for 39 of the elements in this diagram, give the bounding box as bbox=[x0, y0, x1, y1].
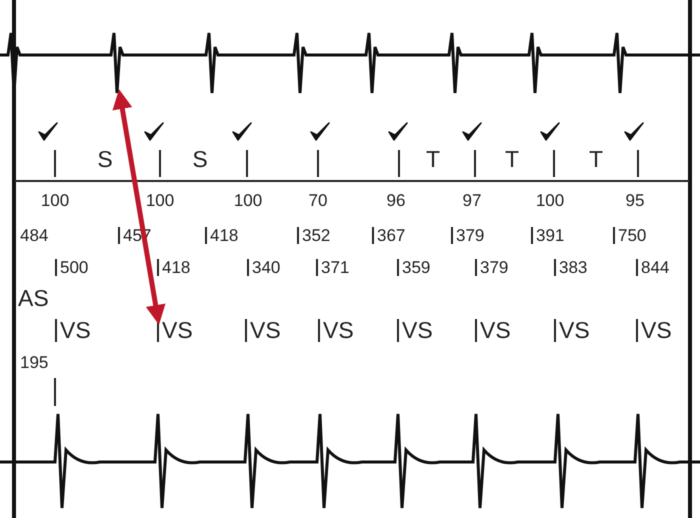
event-letter: T bbox=[588, 148, 604, 171]
interval-value: 844 bbox=[636, 259, 670, 276]
interval-value: 750 bbox=[613, 227, 646, 244]
value-label: 100 bbox=[234, 192, 262, 209]
value-label: 97 bbox=[462, 192, 482, 209]
marker-label: VS bbox=[475, 319, 511, 342]
marker-label: VS bbox=[318, 319, 354, 342]
value-label: 100 bbox=[146, 192, 174, 209]
event-letter: S bbox=[97, 148, 113, 171]
interval-value: 340 bbox=[247, 259, 280, 276]
interval-value: 367 bbox=[372, 227, 406, 244]
interval-value: 418 bbox=[205, 227, 238, 244]
marker-label: VS bbox=[245, 319, 281, 342]
interval-value: 418 bbox=[157, 259, 190, 276]
event-letter: T bbox=[504, 148, 520, 171]
value-label: 95 bbox=[626, 192, 644, 209]
marker-label: VS bbox=[397, 319, 433, 342]
marker-label: VS bbox=[157, 319, 193, 342]
double-arrow bbox=[112, 89, 166, 325]
interval-value: 359 bbox=[397, 259, 430, 276]
interval-value: 484 bbox=[20, 227, 48, 244]
marker-label: VS bbox=[554, 319, 590, 342]
value-label: 100 bbox=[536, 192, 564, 209]
interval-value: 379 bbox=[475, 259, 508, 276]
interval-value: 383 bbox=[554, 259, 588, 276]
interval-value: 391 bbox=[531, 227, 564, 244]
marker-label: AS bbox=[18, 287, 49, 310]
interval-value: 352 bbox=[297, 227, 330, 244]
value-label: 70 bbox=[308, 192, 328, 209]
interval-value: 379 bbox=[451, 227, 484, 244]
marker-label: VS bbox=[636, 319, 672, 342]
marker-label: VS bbox=[55, 319, 91, 342]
value-label: 96 bbox=[386, 192, 406, 209]
interval-value: 371 bbox=[316, 259, 350, 276]
value-label: 195 bbox=[20, 354, 48, 371]
event-letter: T bbox=[426, 148, 440, 171]
value-label: 100 bbox=[40, 192, 70, 209]
interval-value: 500 bbox=[55, 259, 88, 276]
event-letter: S bbox=[192, 148, 208, 171]
